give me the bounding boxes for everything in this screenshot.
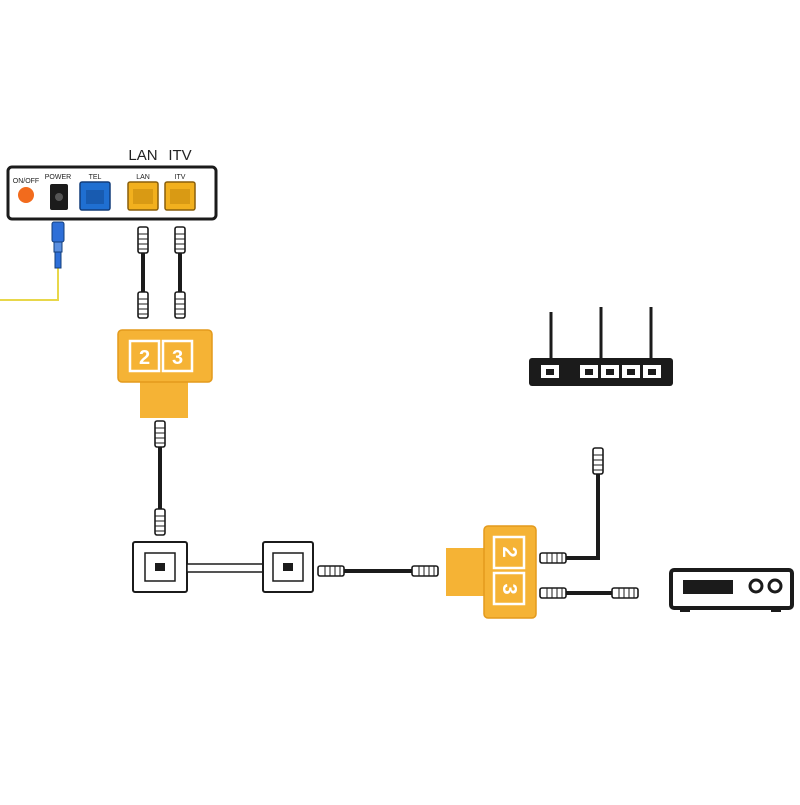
patch-cable-to-router bbox=[539, 447, 604, 564]
patch-cable-jack-to-splitter bbox=[317, 565, 439, 577]
splitter-bottom-port-3 bbox=[492, 571, 526, 606]
top-label-itv: ITV bbox=[168, 147, 191, 164]
patch-cable-to-set-top-box bbox=[539, 587, 639, 599]
set-top-box-icon bbox=[669, 568, 794, 612]
patch-cable-itv bbox=[174, 226, 186, 319]
splitter-top-label-2: 2 bbox=[139, 347, 150, 369]
splitter-top: 2 3 bbox=[117, 329, 213, 418]
tel-label: TEL bbox=[89, 174, 102, 181]
lan-port bbox=[127, 181, 159, 211]
power-jack bbox=[50, 184, 68, 210]
fiber-connector-icon bbox=[51, 221, 65, 269]
itv-port-label: ITV bbox=[175, 174, 186, 181]
splitter-bottom: 2 3 bbox=[446, 525, 537, 619]
tel-port bbox=[79, 181, 111, 211]
modem-panel: ON/OFF POWER TEL LAN ITV bbox=[6, 165, 218, 221]
on-off-button bbox=[18, 187, 34, 203]
patch-cable-splitter-to-jack bbox=[154, 420, 166, 536]
splitter-top-label-3: 3 bbox=[172, 347, 183, 369]
wall-jack-icon bbox=[132, 541, 188, 593]
in-wall-cable bbox=[186, 563, 264, 573]
splitter-bottom-label-2: 2 bbox=[498, 546, 520, 557]
itv-port bbox=[164, 181, 196, 211]
splitter-top-port-2 bbox=[128, 339, 161, 373]
splitter-bottom-label-3: 3 bbox=[498, 583, 520, 594]
power-label: POWER bbox=[45, 174, 71, 181]
router-icon bbox=[529, 307, 673, 386]
wall-jack-icon bbox=[262, 541, 314, 593]
on-off-label: ON/OFF bbox=[13, 178, 39, 185]
fiber-cable bbox=[0, 265, 59, 301]
lan-port-label: LAN bbox=[136, 174, 150, 181]
splitter-bottom-port-2 bbox=[492, 535, 526, 570]
splitter-top-port-3 bbox=[161, 339, 194, 373]
patch-cable-lan bbox=[137, 226, 149, 319]
top-label-lan: LAN bbox=[128, 147, 157, 164]
